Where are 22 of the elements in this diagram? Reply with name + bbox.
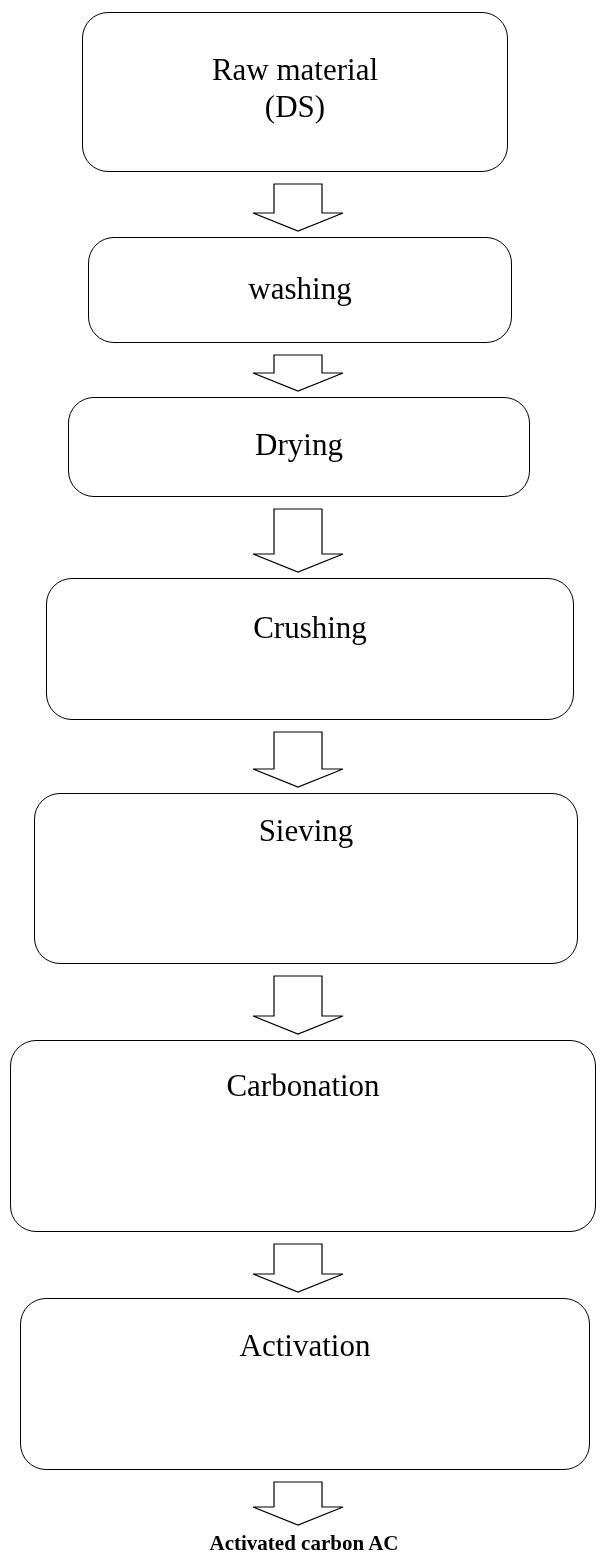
- step-label: Sieving: [258, 812, 354, 850]
- process-box: [10, 1040, 596, 1232]
- block-arrow: [252, 731, 344, 788]
- block-arrow: [252, 183, 344, 232]
- block-arrow: [252, 354, 344, 392]
- block-arrow: [252, 1481, 344, 1526]
- step-label: Carbonation: [226, 1067, 380, 1105]
- step-label: washing: [248, 270, 352, 308]
- block-arrow: [252, 1243, 344, 1293]
- step-label: Activation: [239, 1327, 371, 1365]
- process-box: [46, 578, 574, 720]
- process-box: [34, 793, 578, 964]
- process-box: [82, 12, 508, 172]
- step-label: Crushing: [253, 609, 367, 647]
- block-arrow: [252, 975, 344, 1035]
- block-arrow: [252, 508, 344, 573]
- process-box: [88, 237, 512, 343]
- process-box: [20, 1298, 590, 1470]
- step-label: Drying: [255, 426, 343, 464]
- step-label: Raw material (DS): [210, 51, 380, 126]
- output-label: Activated carbon AC: [209, 1531, 399, 1557]
- process-box: [68, 397, 530, 497]
